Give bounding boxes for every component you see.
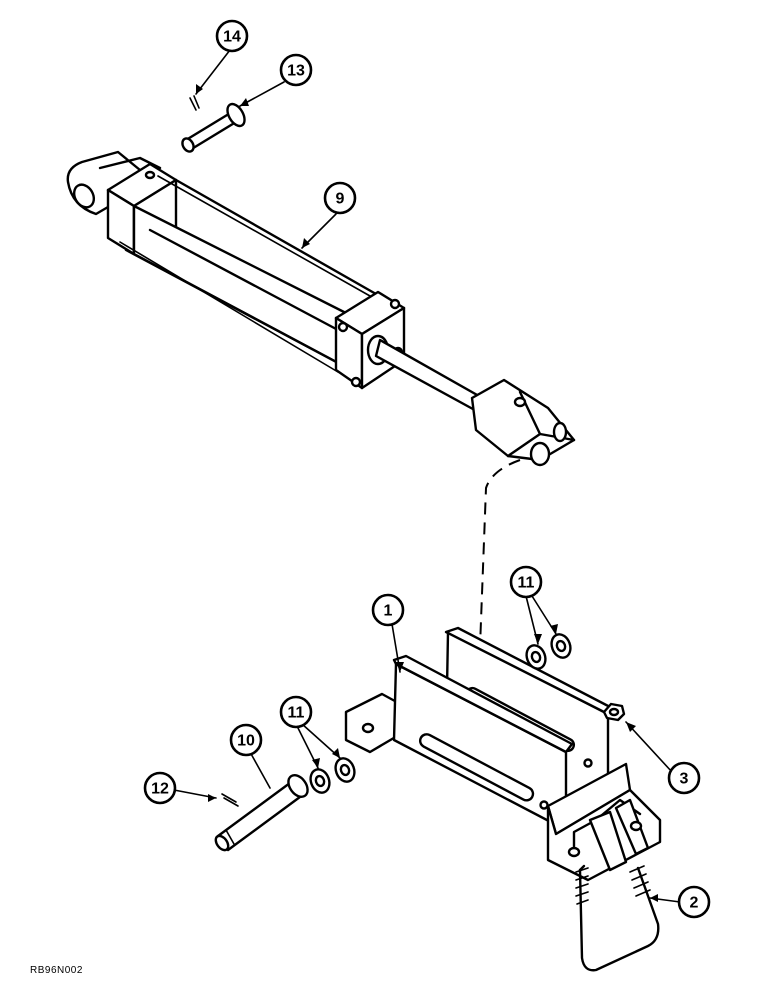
callout-12: 12 [143, 771, 177, 805]
callout-14: 14 [215, 19, 249, 53]
callout-11-lower: 11 [279, 695, 313, 729]
callout-11-lower-label: 11 [288, 705, 305, 722]
alignment-dash-line [477, 459, 521, 701]
callout-1: 1 [371, 593, 405, 627]
callout-10: 10 [229, 723, 263, 757]
clevis-pin-top [181, 102, 246, 153]
hex-nut [602, 702, 626, 722]
callout-10-label: 10 [237, 733, 255, 750]
mounting-bracket [344, 626, 662, 882]
washers-lower [309, 757, 356, 794]
callout-13: 13 [279, 53, 313, 87]
callout-2-label: 2 [690, 895, 699, 912]
callout-14-label: 14 [223, 29, 241, 46]
callout-13-label: 13 [287, 63, 305, 80]
callout-2: 2 [677, 885, 711, 919]
callout-3: 3 [667, 761, 701, 795]
cotter-pin-lower [221, 793, 239, 807]
hydraulic-cylinder [66, 150, 576, 467]
cotter-pin-top [189, 95, 200, 111]
callout-11-upper: 11 [509, 565, 543, 599]
callout-9: 9 [323, 181, 357, 215]
arrowheads [196, 84, 658, 902]
washers-upper [525, 633, 572, 670]
callout-12-label: 12 [151, 781, 169, 798]
callout-3-label: 3 [680, 771, 689, 788]
clevis-pin-lower [214, 774, 309, 852]
callout-11-upper-label: 11 [518, 575, 535, 592]
reference-code: RB96N002 [30, 965, 83, 976]
callout-9-label: 9 [336, 191, 345, 208]
callout-1-label: 1 [384, 603, 393, 620]
u-bolt [575, 864, 660, 972]
